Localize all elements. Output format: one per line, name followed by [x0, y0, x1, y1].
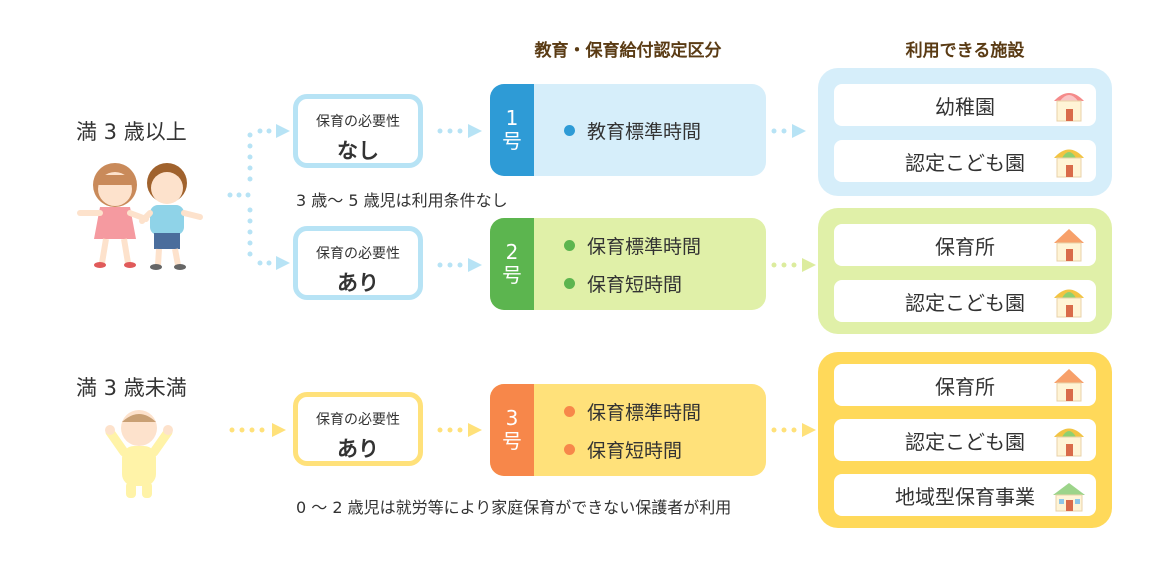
facility-item: 地域型保育事業 — [834, 474, 1096, 516]
facility-panel-3: 保育所 認定こども園 地域型保育事業 — [818, 352, 1112, 528]
cert-suffix: 号 — [502, 263, 522, 287]
need-box-2: 保育の必要性 あり — [293, 226, 423, 300]
facility-panel-2: 保育所 認定こども園 — [818, 208, 1112, 334]
cert-badge: 3 号 — [490, 384, 534, 476]
facilities-heading: 利用できる施設 — [905, 41, 1025, 61]
note-age-0-2: 0 ～ 2 歳児は就労等により家庭保育ができない保護者が利用 — [296, 498, 732, 517]
nursery-icon — [1054, 229, 1084, 262]
under3-label: 満 3 歳未満 — [76, 376, 187, 400]
need-title: 保育の必要性 — [316, 412, 400, 428]
kodomoen-icon — [1054, 289, 1084, 318]
cert-item: 保育短時間 — [564, 430, 766, 468]
cert-2: 2 号 保育標準時間 保育短時間 — [490, 218, 766, 310]
over3-label: 満 3 歳以上 — [76, 120, 187, 144]
cert-item: 保育標準時間 — [564, 226, 766, 264]
cert-item: 保育短時間 — [564, 264, 766, 302]
children-illustration — [77, 163, 203, 270]
need-title: 保育の必要性 — [316, 246, 400, 262]
nursery-icon — [1054, 369, 1084, 402]
facility-item: 保育所 — [834, 224, 1096, 266]
bullet-dot-icon — [564, 405, 575, 417]
baby-illustration — [105, 410, 173, 498]
need-value: なし — [337, 139, 379, 163]
cert-suffix: 号 — [502, 429, 522, 453]
need-value: あり — [337, 271, 379, 295]
need-box-3: 保育の必要性 あり — [293, 392, 423, 466]
facility-panel-1: 幼稚園 認定こども園 — [818, 68, 1112, 196]
bullet-dot-icon — [564, 239, 575, 251]
bullet-dot-icon — [564, 277, 575, 289]
need-title: 保育の必要性 — [316, 114, 400, 130]
note-age-3-5: 3 歳～ 5 歳児は利用条件なし — [296, 191, 508, 210]
bullet-dot-icon — [564, 443, 575, 455]
facility-item: 幼稚園 — [834, 84, 1096, 126]
facility-item: 認定こども園 — [834, 280, 1096, 322]
cert-item: 教育標準時間 — [564, 111, 766, 149]
cert-number: 2 — [505, 240, 519, 264]
cert-1: 1 号 教育標準時間 — [490, 84, 766, 176]
cert-badge: 1 号 — [490, 84, 534, 176]
need-value: あり — [337, 437, 379, 461]
kodomoen-icon — [1054, 149, 1084, 178]
facility-item: 認定こども園 — [834, 419, 1096, 461]
cert-number: 3 — [505, 406, 519, 430]
cert-badge: 2 号 — [490, 218, 534, 310]
facility-item: 保育所 — [834, 364, 1096, 406]
bullet-dot-icon — [564, 124, 575, 136]
cert-item: 保育標準時間 — [564, 392, 766, 430]
community-daycare-icon — [1053, 483, 1085, 512]
kindergarten-icon — [1054, 93, 1084, 122]
cert-suffix: 号 — [502, 129, 522, 153]
kodomoen-icon — [1054, 428, 1084, 457]
facility-item: 認定こども園 — [834, 140, 1096, 182]
cert-number: 1 — [505, 106, 519, 130]
need-box-1: 保育の必要性 なし — [293, 94, 423, 168]
cert-3: 3 号 保育標準時間 保育短時間 — [490, 384, 766, 476]
certification-heading: 教育・保育給付認定区分 — [534, 41, 722, 61]
